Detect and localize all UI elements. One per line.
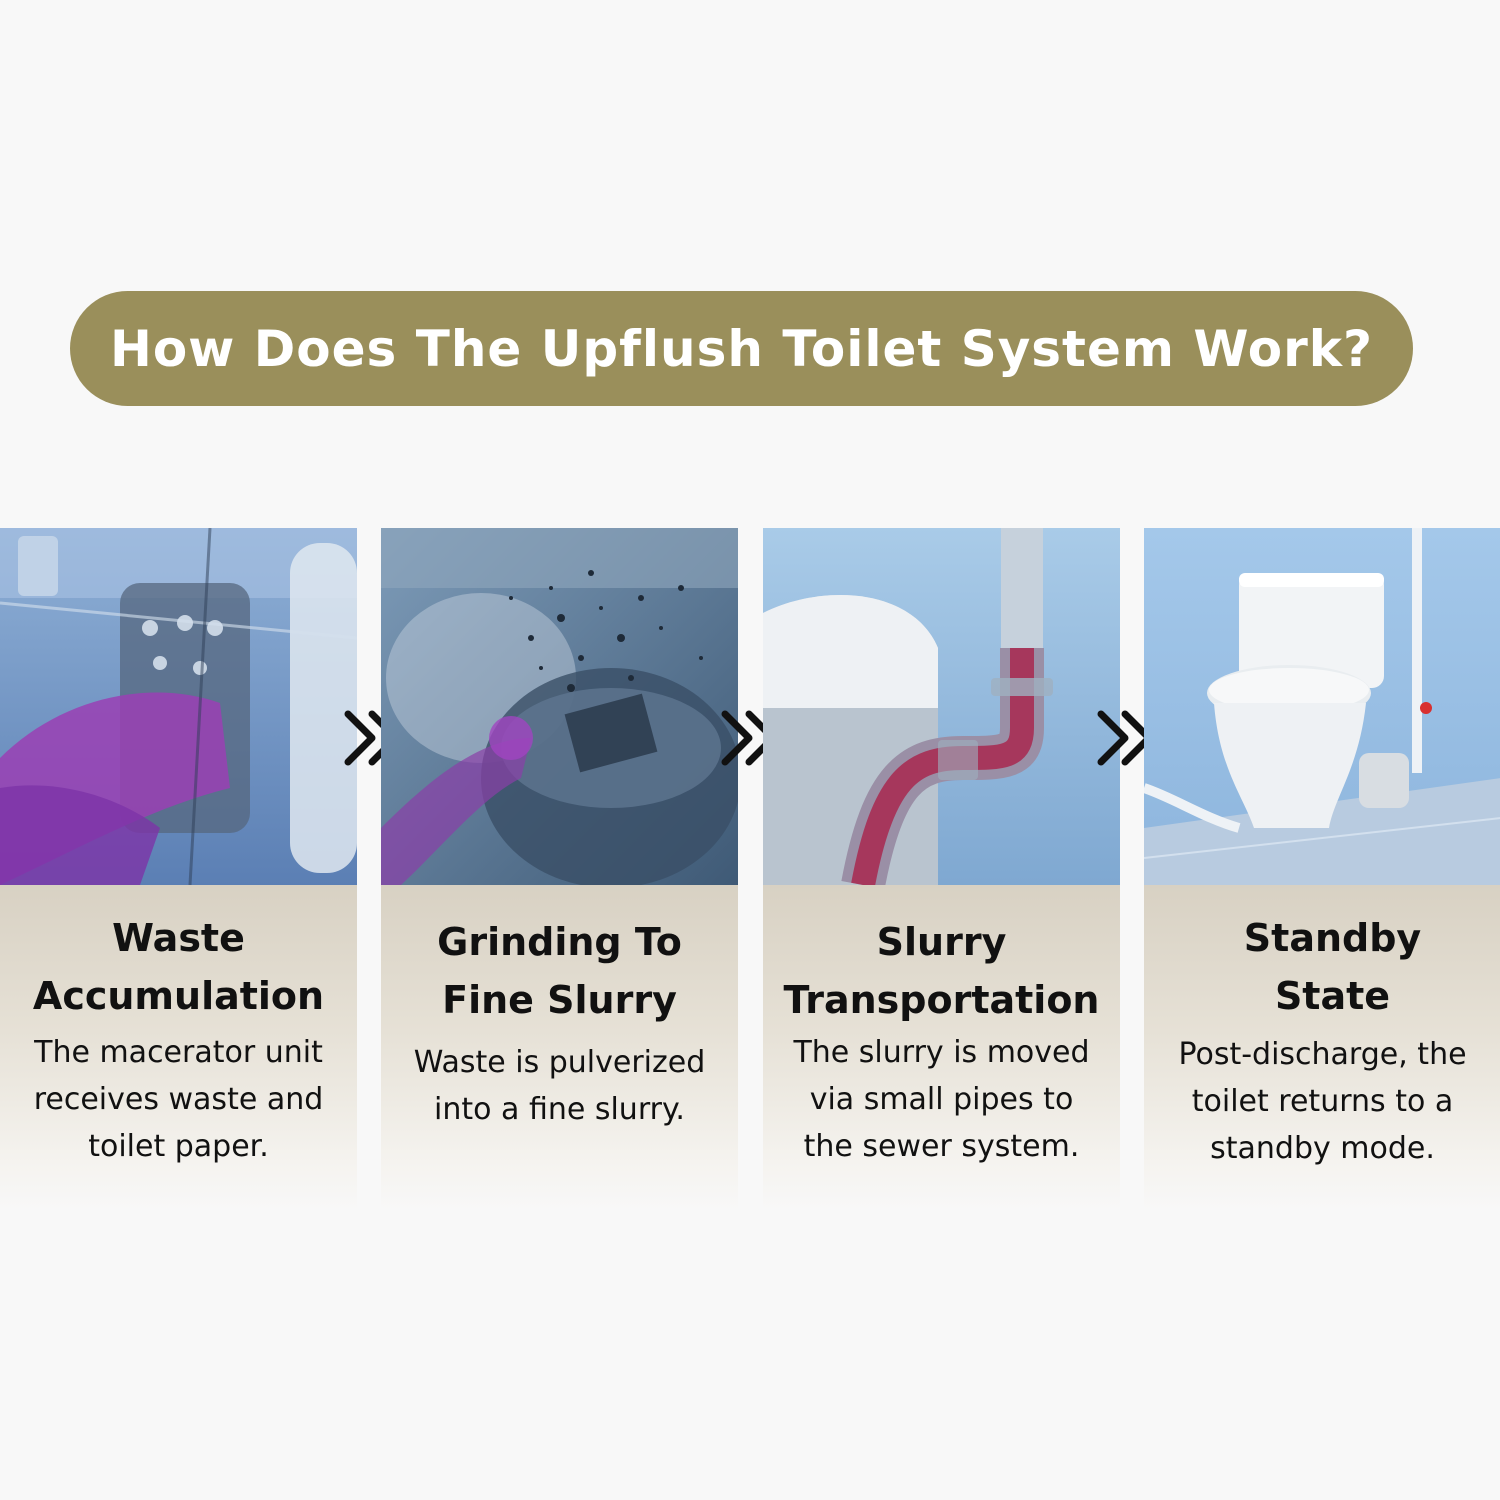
step-title-line: Grinding To bbox=[437, 920, 682, 964]
step-description-line: The macerator unit bbox=[34, 1035, 323, 1070]
step-title-line: Transportation bbox=[783, 978, 1100, 1022]
step-card-slurry-transportation: Slurry Transportation The slurry is move… bbox=[763, 528, 1120, 1211]
step-caption: Slurry Transportation The slurry is move… bbox=[763, 885, 1120, 1211]
step-title-line: Slurry bbox=[876, 920, 1007, 964]
step-description-line: toilet returns to a bbox=[1191, 1084, 1454, 1119]
title-banner: How Does The Upflush Toilet System Work? bbox=[70, 291, 1413, 406]
step-title-line: Fine Slurry bbox=[442, 978, 677, 1022]
step-description-line: receives waste and bbox=[33, 1082, 324, 1117]
grinder-blade-illustration bbox=[381, 528, 738, 885]
step-description-line: toilet paper. bbox=[88, 1129, 269, 1164]
step-description: The macerator unit receives waste and to… bbox=[0, 1029, 357, 1170]
step-card-waste-accumulation: Waste Accumulation The macerator unit re… bbox=[0, 528, 357, 1211]
macerator-tank-illustration bbox=[0, 528, 357, 885]
step-description-line: into a fine slurry. bbox=[434, 1092, 685, 1127]
step-description: Waste is pulverized into a fine slurry. bbox=[381, 1039, 738, 1133]
step-description-line: the sewer system. bbox=[803, 1129, 1080, 1164]
step-title-line: Standby bbox=[1243, 916, 1422, 960]
step-description-line: standby mode. bbox=[1210, 1131, 1435, 1166]
step-description-line: The slurry is moved bbox=[793, 1035, 1090, 1070]
step-caption: Waste Accumulation The macerator unit re… bbox=[0, 885, 357, 1211]
step-description-line: via small pipes to bbox=[809, 1082, 1074, 1117]
step-description-line: Waste is pulverized bbox=[413, 1045, 706, 1080]
step-title: Waste Accumulation bbox=[0, 885, 357, 1025]
step-card-standby-state: Standby State Post-discharge, the toilet… bbox=[1144, 528, 1500, 1211]
step-title-line: Waste bbox=[112, 916, 245, 960]
step-title: Slurry Transportation bbox=[763, 885, 1120, 1029]
toilet-illustration bbox=[1144, 528, 1500, 885]
step-caption: Standby State Post-discharge, the toilet… bbox=[1144, 885, 1500, 1211]
page-title: How Does The Upflush Toilet System Work? bbox=[109, 319, 1374, 378]
step-description-line: Post-discharge, the bbox=[1178, 1037, 1467, 1072]
step-caption: Grinding To Fine Slurry Waste is pulveri… bbox=[381, 885, 738, 1211]
discharge-pipe-illustration bbox=[763, 528, 1120, 885]
step-title-line: State bbox=[1274, 974, 1391, 1018]
step-card-grinding: Grinding To Fine Slurry Waste is pulveri… bbox=[381, 528, 738, 1211]
step-description: The slurry is moved via small pipes to t… bbox=[763, 1029, 1120, 1170]
step-description: Post-discharge, the toilet returns to a … bbox=[1144, 1031, 1500, 1172]
step-title: Standby State bbox=[1144, 885, 1500, 1025]
step-title-line: Accumulation bbox=[32, 974, 325, 1018]
step-title: Grinding To Fine Slurry bbox=[381, 885, 738, 1029]
